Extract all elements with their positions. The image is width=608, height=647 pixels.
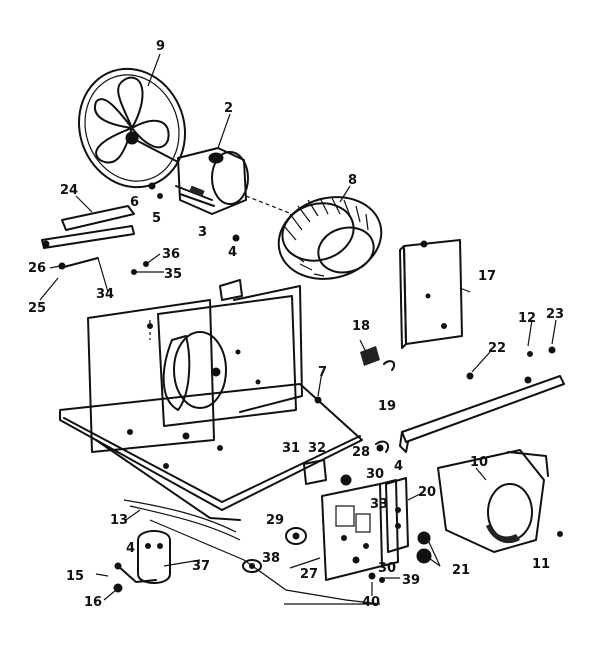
blower-wheel [277,196,383,280]
callout-27: 27 [300,567,318,582]
angled-bracket [399,346,565,453]
capacitors [416,531,432,564]
callout-16: 16 [84,595,102,610]
callout-30-top: 30 [366,467,384,482]
callout-11: 11 [532,557,550,572]
side-panel [399,239,463,349]
callout-12: 12 [518,311,536,326]
capacitor-bracket [113,530,171,593]
fan-blade [78,67,186,189]
callout-26: 26 [28,261,46,276]
blower-housing [437,449,563,553]
callout-23: 23 [546,307,564,322]
power-cord [123,499,241,541]
callout-25: 25 [28,301,46,316]
callout-31: 31 [282,441,300,456]
callout-32: 32 [308,441,326,456]
callout-4-top: 4 [228,245,237,260]
callout-28: 28 [352,445,370,460]
callout-15: 15 [66,569,84,584]
callout-29: 29 [266,513,284,528]
callout-8: 8 [348,173,357,188]
callout-4-low: 4 [126,541,135,556]
mounting-bracket [41,205,135,270]
control-bracket [321,479,399,583]
callout-30-low: 30 [378,561,396,576]
callout-9: 9 [156,39,165,54]
leader-lines [39,53,557,601]
callout-35: 35 [164,267,182,282]
callout-7: 7 [318,365,327,380]
callout-5: 5 [152,211,161,226]
callout-19: 19 [378,399,396,414]
callout-38: 38 [262,551,280,566]
callout-37: 37 [192,559,210,574]
main-housing [59,279,363,521]
callout-18: 18 [352,319,370,334]
callout-6: 6 [130,195,139,210]
callout-40: 40 [362,595,380,610]
callout-24: 24 [60,183,78,198]
callout-3: 3 [198,225,207,240]
motor [175,147,249,215]
switch-components [303,440,390,486]
callout-36: 36 [162,247,180,262]
callout-21: 21 [452,563,470,578]
callout-13: 13 [110,513,128,528]
callout-39: 39 [402,573,420,588]
callout-22: 22 [488,341,506,356]
bottom-rail [149,519,381,605]
callout-labels: 9 2 8 24 6 5 3 4 36 35 26 34 25 17 18 12… [28,39,564,610]
callout-4-mid: 4 [394,459,403,474]
callout-34: 34 [96,287,114,302]
callout-17: 17 [478,269,496,284]
callout-2: 2 [224,101,233,116]
callout-33: 33 [370,497,388,512]
callout-20: 20 [418,485,436,500]
terminal-strip [385,477,409,553]
callout-10: 10 [470,455,488,470]
